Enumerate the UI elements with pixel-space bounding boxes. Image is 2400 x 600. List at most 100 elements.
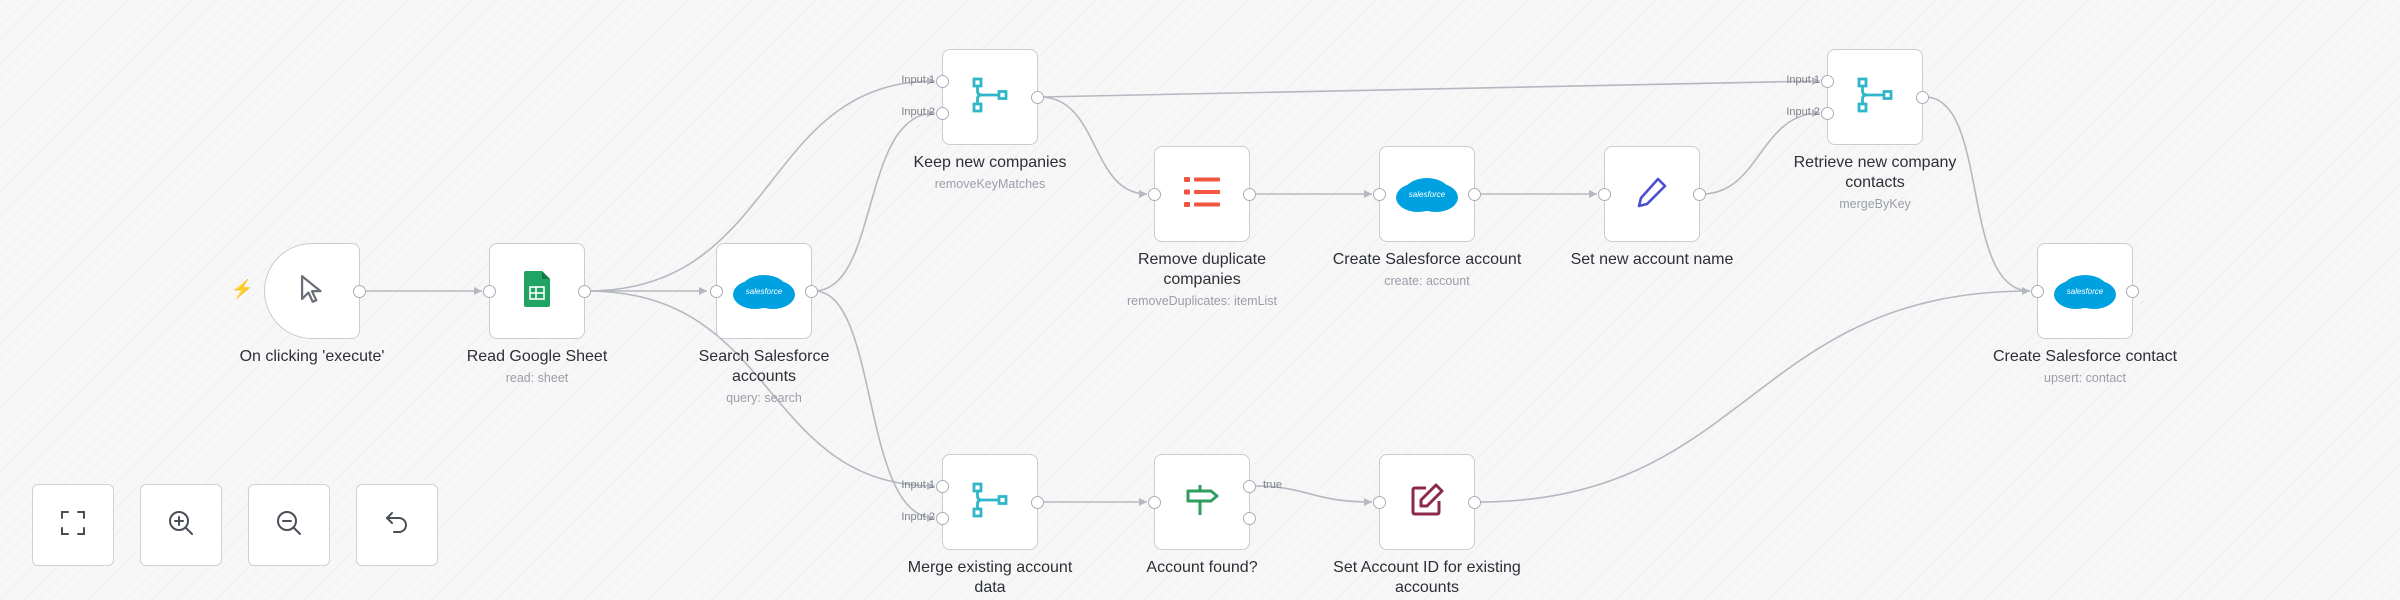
input-port-1[interactable] xyxy=(936,480,949,493)
output-port[interactable] xyxy=(1031,496,1044,509)
input-port[interactable] xyxy=(1373,496,1386,509)
node-title: Remove duplicate companies xyxy=(1137,251,1267,288)
zoom-out-button[interactable] xyxy=(248,484,330,566)
edge-keep-new-to-remove-dup xyxy=(1039,96,1148,195)
node-remove-duplicates[interactable] xyxy=(1148,146,1256,242)
zoom-out-icon xyxy=(274,508,304,543)
signpost-icon xyxy=(1184,482,1220,523)
fit-view-button[interactable] xyxy=(32,484,114,566)
merge-icon xyxy=(970,75,1010,120)
node-title: Search Salesforce accounts xyxy=(698,348,830,385)
input-port-2[interactable] xyxy=(936,512,949,525)
edge-set-name-to-retrieve xyxy=(1701,112,1821,195)
input-port[interactable] xyxy=(1373,188,1386,201)
input-2-label: Input 2 xyxy=(1786,106,1820,118)
edge-read-sheet-to-keep-new xyxy=(586,80,936,292)
node-account-found[interactable]: true xyxy=(1148,454,1282,550)
input-port[interactable] xyxy=(710,285,723,298)
output-port[interactable] xyxy=(1916,91,1929,104)
node-subtitle: read: sheet xyxy=(505,371,569,385)
edge-read-sheet-to-merge-existing xyxy=(586,290,936,487)
input-1-label: Input 1 xyxy=(901,74,935,86)
input-port[interactable] xyxy=(2031,285,2044,298)
node-retrieve-contacts-label: Retrieve new company contacts mergeByKey xyxy=(1780,153,1970,213)
input-2-label: Input 2 xyxy=(901,511,935,523)
node-subtitle: mergeByKey xyxy=(1839,197,1911,211)
edge-keep-new-to-retrieve xyxy=(1039,80,1821,98)
input-port-1[interactable] xyxy=(936,75,949,88)
output-port[interactable] xyxy=(1468,188,1481,201)
output-port[interactable] xyxy=(578,285,591,298)
fit-screen-icon xyxy=(58,508,88,543)
node-set-account-id[interactable] xyxy=(1373,454,1481,550)
node-search-salesforce[interactable]: salesforce xyxy=(710,243,818,339)
input-port[interactable] xyxy=(1148,496,1161,509)
salesforce-icon: salesforce xyxy=(1403,177,1451,211)
reset-zoom-button[interactable] xyxy=(356,484,438,566)
node-trigger-label: On clicking 'execute' xyxy=(217,347,407,367)
node-trigger[interactable]: ⚡ xyxy=(231,243,366,339)
input-1-label: Input 1 xyxy=(1786,74,1820,86)
salesforce-icon: salesforce xyxy=(2061,274,2109,308)
edge-retrieve-to-create-contact xyxy=(1924,96,2031,292)
output-port[interactable] xyxy=(1693,188,1706,201)
merge-icon xyxy=(1855,75,1895,120)
output-port[interactable] xyxy=(353,285,366,298)
input-port[interactable] xyxy=(1148,188,1161,201)
output-port[interactable] xyxy=(805,285,818,298)
node-title: Read Google Sheet xyxy=(466,348,608,365)
node-title: Set new account name xyxy=(1570,251,1734,268)
output-port-true[interactable] xyxy=(1243,480,1256,493)
pen-icon xyxy=(1634,174,1670,215)
node-create-salesforce-contact[interactable]: salesforce xyxy=(2031,243,2139,339)
zoom-in-icon xyxy=(166,508,196,543)
node-title: Create Salesforce account xyxy=(1332,251,1522,268)
edit-icon xyxy=(1409,482,1445,523)
node-set-account-id-label: Set Account ID for existing accounts xyxy=(1332,558,1522,598)
output-port-false[interactable] xyxy=(1243,512,1256,525)
node-subtitle: removeKeyMatches xyxy=(934,177,1046,191)
node-merge-existing-account[interactable]: Input 1 Input 2 xyxy=(901,454,1044,550)
node-remove-duplicates-label: Remove duplicate companies removeDuplica… xyxy=(1107,250,1297,310)
node-read-google-sheet[interactable] xyxy=(483,243,591,339)
node-title: Account found? xyxy=(1146,559,1258,576)
edge-search-to-keep-new xyxy=(813,112,936,292)
output-port[interactable] xyxy=(1243,188,1256,201)
zoom-in-button[interactable] xyxy=(140,484,222,566)
google-sheets-icon xyxy=(522,270,552,313)
list-icon xyxy=(1183,175,1221,214)
node-title: Set Account ID for existing accounts xyxy=(1333,559,1521,596)
salesforce-icon: salesforce xyxy=(740,274,788,308)
output-port[interactable] xyxy=(2126,285,2139,298)
output-port[interactable] xyxy=(1031,91,1044,104)
node-search-salesforce-label: Search Salesforce accounts query: search xyxy=(669,347,859,407)
node-title: Keep new companies xyxy=(913,154,1067,171)
node-subtitle: removeDuplicates: itemList xyxy=(1126,294,1278,308)
edge-account-found-to-set-id xyxy=(1251,485,1373,503)
node-retrieve-contacts[interactable]: Input 1 Input 2 xyxy=(1786,49,1929,145)
input-port-2[interactable] xyxy=(1821,107,1834,120)
edge-set-id-to-create-contact xyxy=(1476,290,2031,503)
node-create-salesforce-contact-label: Create Salesforce contact upsert: contac… xyxy=(1990,347,2180,387)
node-account-found-label: Account found? xyxy=(1107,558,1297,578)
cursor-arrow-icon xyxy=(295,272,329,311)
node-keep-new-companies-label: Keep new companies removeKeyMatches xyxy=(895,153,1085,193)
input-port[interactable] xyxy=(1598,188,1611,201)
node-create-salesforce-account[interactable]: salesforce xyxy=(1373,146,1481,242)
node-title: Retrieve new company contacts xyxy=(1793,154,1957,191)
true-output-label: true xyxy=(1263,479,1282,491)
output-port[interactable] xyxy=(1468,496,1481,509)
input-port-1[interactable] xyxy=(1821,75,1834,88)
node-keep-new-companies[interactable]: Input 1 Input 2 xyxy=(901,49,1044,145)
node-create-salesforce-account-label: Create Salesforce account create: accoun… xyxy=(1332,250,1522,290)
merge-icon xyxy=(970,480,1010,525)
input-port[interactable] xyxy=(483,285,496,298)
node-set-new-account-name[interactable] xyxy=(1598,146,1706,242)
input-port-2[interactable] xyxy=(936,107,949,120)
input-1-label: Input 1 xyxy=(901,479,935,491)
edge-search-to-merge-existing xyxy=(813,290,936,519)
trigger-bolt-icon: ⚡ xyxy=(231,279,254,299)
node-subtitle: query: search xyxy=(726,391,802,405)
